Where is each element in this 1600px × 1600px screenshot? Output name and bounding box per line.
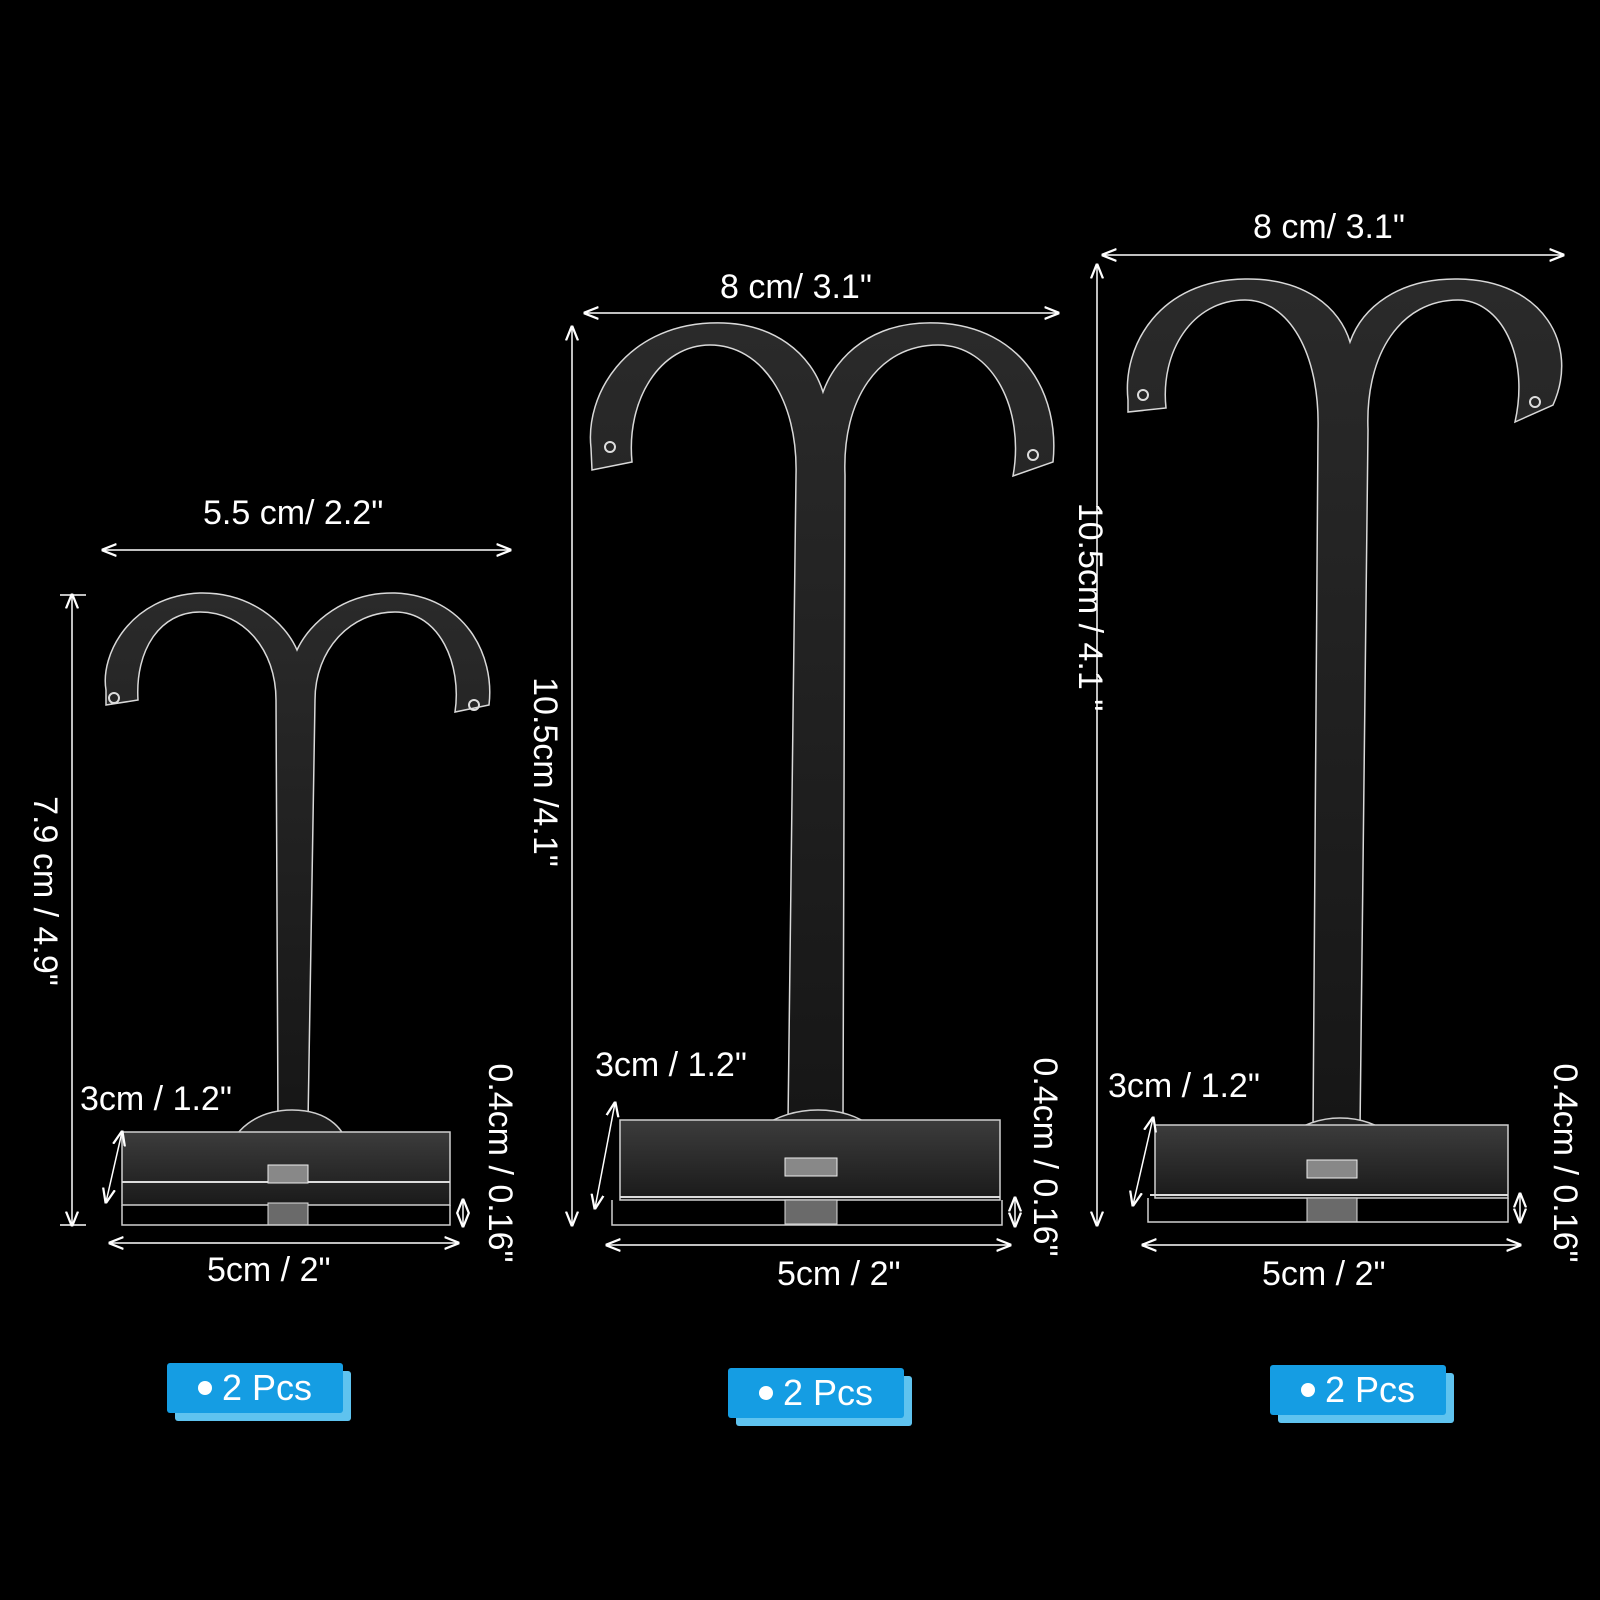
dim-medium-depth (595, 1103, 615, 1208)
stand-medium-base-side (611, 1200, 1003, 1226)
stand-medium-slot (784, 1157, 838, 1177)
small-height-label: 7.9 cm / 4.9" (26, 796, 64, 986)
stand-small-arms (104, 592, 491, 1123)
large-thickness-label: 0.4cm / 0.16" (1546, 1063, 1584, 1263)
quantity-label: 2 Pcs (782, 1372, 874, 1413)
badge-face: 2 Pcs (167, 1363, 343, 1413)
quantity-badge-small: 2 Pcs (167, 1363, 351, 1421)
large-depth-label: 3cm / 1.2" (1108, 1067, 1260, 1105)
small-base-width-label: 5cm / 2" (207, 1251, 331, 1289)
bullet-icon (197, 1381, 212, 1395)
quantity-label: 2 Pcs (1324, 1369, 1416, 1410)
stand-small-slot-front (267, 1202, 309, 1226)
large-width-label: 8 cm/ 3.1" (1253, 208, 1405, 246)
medium-width-label: 8 cm/ 3.1" (720, 268, 872, 306)
large-base-width-label: 5cm / 2" (1262, 1255, 1386, 1293)
large-height-label: 10.5cm / 4.1 " (1071, 502, 1109, 712)
stand-large (1097, 255, 1563, 1245)
stand-medium-slot-front (784, 1199, 838, 1225)
medium-depth-label: 3cm / 1.2" (595, 1046, 747, 1084)
dim-large-depth (1133, 1118, 1153, 1205)
stand-large-arms (1126, 278, 1563, 1131)
stand-medium (572, 313, 1058, 1245)
bullet-icon (758, 1386, 773, 1400)
stand-medium-hole-right (1027, 449, 1039, 461)
stand-large-slot-front (1306, 1197, 1358, 1223)
small-width-label: 5.5 cm/ 2.2" (203, 494, 384, 532)
stand-small-hole-left (108, 692, 120, 704)
small-thickness-label: 0.4cm / 0.16" (481, 1063, 519, 1263)
stand-medium-arms (589, 322, 1055, 1123)
dim-small-depth (106, 1132, 122, 1202)
badge-face: 2 Pcs (1270, 1365, 1446, 1415)
quantity-badge-large: 2 Pcs (1270, 1365, 1454, 1423)
stand-large-base-side (1147, 1198, 1509, 1223)
small-depth-label: 3cm / 1.2" (80, 1080, 232, 1118)
stand-large-slot (1306, 1159, 1358, 1179)
quantity-badge-medium: 2 Pcs (728, 1368, 912, 1426)
medium-base-width-label: 5cm / 2" (777, 1255, 901, 1293)
badge-face: 2 Pcs (728, 1368, 904, 1418)
stand-medium-hole-left (604, 441, 616, 453)
medium-thickness-label: 0.4cm / 0.16" (1026, 1057, 1064, 1257)
stand-small-hole-right (468, 699, 480, 711)
stand-small-base-side (121, 1205, 451, 1226)
stand-large-hole-right (1529, 396, 1541, 408)
bullet-icon (1300, 1383, 1315, 1397)
stand-small (60, 550, 510, 1243)
medium-height-label: 10.5cm /4.1" (526, 677, 564, 867)
stand-large-hole-left (1137, 389, 1149, 401)
quantity-label: 2 Pcs (221, 1367, 313, 1408)
stand-small-slot (267, 1164, 309, 1184)
